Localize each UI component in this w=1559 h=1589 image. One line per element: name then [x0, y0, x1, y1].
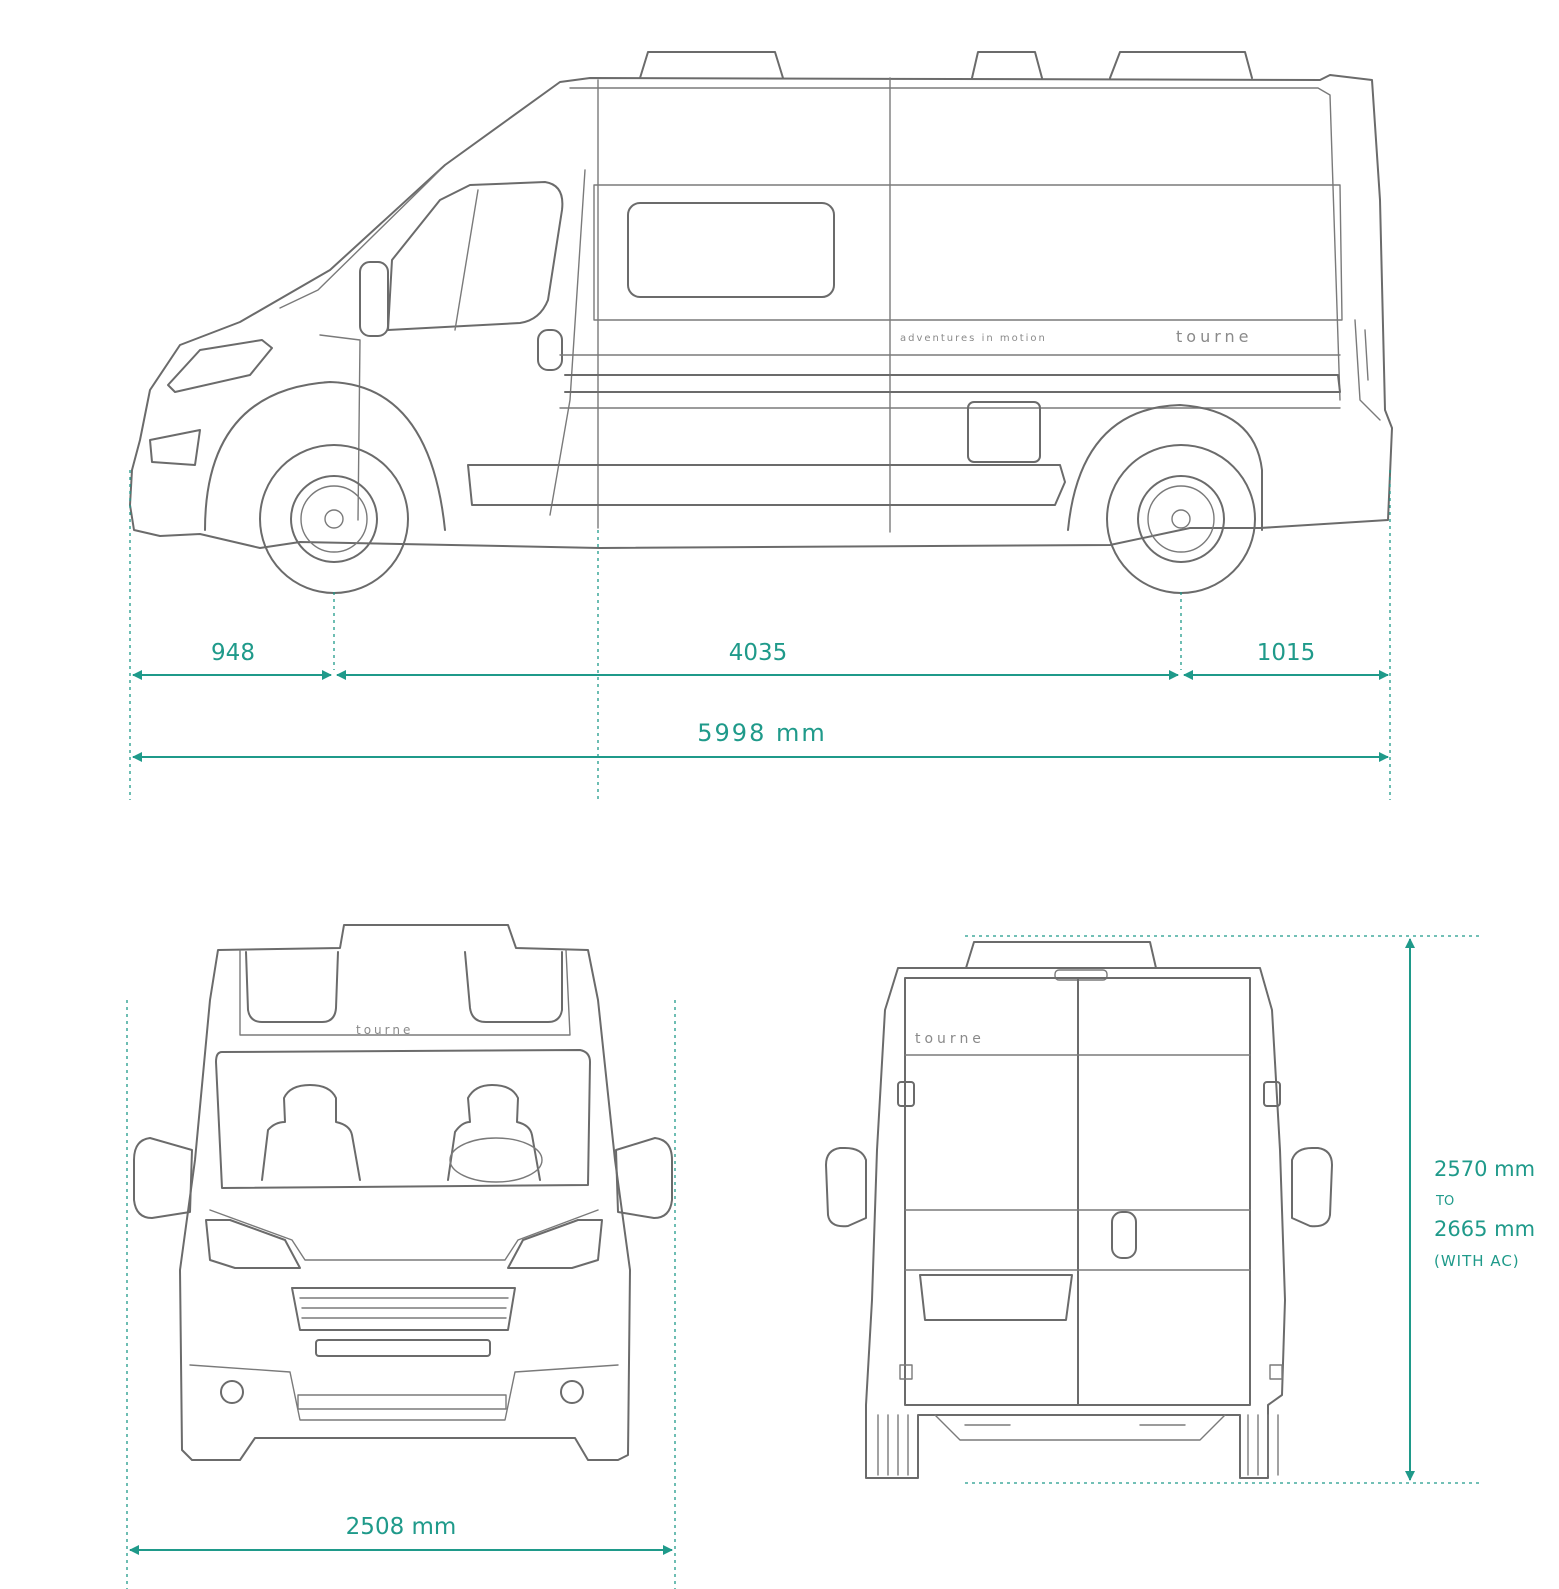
dim-wheelbase: 4035	[729, 640, 788, 666]
front-bumper	[189, 1364, 619, 1421]
rear-body-outline	[865, 967, 1286, 1479]
rear-door-handle	[1111, 1211, 1137, 1259]
rear-dimension-guides	[965, 935, 1480, 1484]
side-front-arch	[204, 381, 446, 531]
rear-doors	[904, 977, 1251, 1406]
dim-total-length: 5998 mm	[697, 719, 826, 747]
dim-height-max: 2665 mm	[1434, 1217, 1535, 1241]
front-steering-wheel	[449, 1137, 543, 1183]
dim-height-to: TO	[1435, 1194, 1454, 1209]
side-fog-light	[149, 429, 201, 466]
rear-tire-right	[1247, 1414, 1279, 1476]
side-front-wheel	[259, 444, 409, 594]
front-fog-light-left	[220, 1380, 244, 1404]
side-dimension-lines	[132, 670, 1389, 762]
side-roof-vent-2	[971, 51, 1043, 79]
front-headlight-right	[507, 1219, 603, 1269]
side-service-hatch	[967, 401, 1041, 463]
rear-reflector-right	[1269, 1364, 1283, 1380]
side-windshield	[279, 169, 441, 309]
rear-mirror-right	[1291, 1147, 1333, 1228]
side-cab-door	[319, 169, 586, 521]
side-roof-vent-3	[1109, 51, 1253, 79]
front-seat-left	[261, 1084, 361, 1181]
front-fog-light-right	[560, 1380, 584, 1404]
front-grille	[291, 1287, 516, 1331]
rear-tire-left	[877, 1414, 909, 1476]
side-sill	[467, 464, 1066, 506]
front-lower-vent	[315, 1339, 491, 1357]
dim-front-overhang: 948	[211, 640, 255, 666]
rear-reflector-left	[899, 1364, 913, 1380]
front-view: tourne	[133, 924, 673, 1461]
side-mirror	[359, 261, 389, 337]
side-window	[627, 202, 835, 298]
rear-brand-logo: tourne	[915, 1031, 985, 1047]
side-sliding-door-track	[593, 184, 1343, 321]
side-brand-logo: tourne	[1176, 327, 1252, 346]
side-tagline: adventures in motion	[900, 333, 1047, 344]
side-rear-arch	[1067, 404, 1263, 531]
front-mirror-left	[133, 1137, 193, 1219]
front-grille-slats	[299, 1297, 509, 1319]
rear-brake-light	[1054, 969, 1108, 981]
front-brand-logo: tourne	[356, 1023, 413, 1037]
side-cab-window	[387, 181, 564, 331]
side-b-pillar	[454, 189, 479, 331]
side-rear-wheel	[1106, 444, 1256, 594]
rear-roof-ac	[965, 941, 1157, 969]
dim-rear-overhang: 1015	[1257, 640, 1316, 666]
front-cab-roof	[239, 949, 571, 1036]
side-roof-vent-1	[639, 51, 784, 79]
rear-mirror-left	[825, 1147, 867, 1228]
front-roof-hatch-left	[245, 951, 339, 1023]
dim-height-note: (WITH AC)	[1434, 1252, 1520, 1270]
side-headlight	[167, 339, 273, 393]
side-rear-door	[1354, 319, 1381, 421]
rear-light-right	[1263, 1081, 1281, 1107]
front-hood-line	[209, 1209, 599, 1261]
dim-height-min: 2570 mm	[1434, 1157, 1535, 1181]
front-windshield	[215, 1049, 591, 1189]
side-body-outline	[129, 74, 1393, 549]
side-stripe-band	[564, 374, 1341, 393]
front-body-outline	[179, 924, 631, 1461]
front-mirror-right	[615, 1137, 673, 1219]
dim-width: 2508 mm	[346, 1514, 457, 1540]
front-headlight-left	[205, 1219, 301, 1269]
side-roof-line	[569, 87, 1341, 401]
rear-view: tourne	[825, 941, 1333, 1479]
side-dimension-guides	[129, 470, 1391, 800]
side-view: adventures in motion tourne	[129, 51, 1393, 594]
front-roof-hatch-right	[464, 951, 563, 1023]
side-door-handle	[537, 329, 563, 371]
rear-light-left	[897, 1081, 915, 1107]
rear-plate-recess	[919, 1274, 1073, 1321]
front-dimension-guides	[126, 1000, 676, 1589]
front-plate-area	[297, 1394, 507, 1410]
rear-underbody	[934, 1414, 1226, 1441]
front-seat-right	[447, 1084, 541, 1181]
